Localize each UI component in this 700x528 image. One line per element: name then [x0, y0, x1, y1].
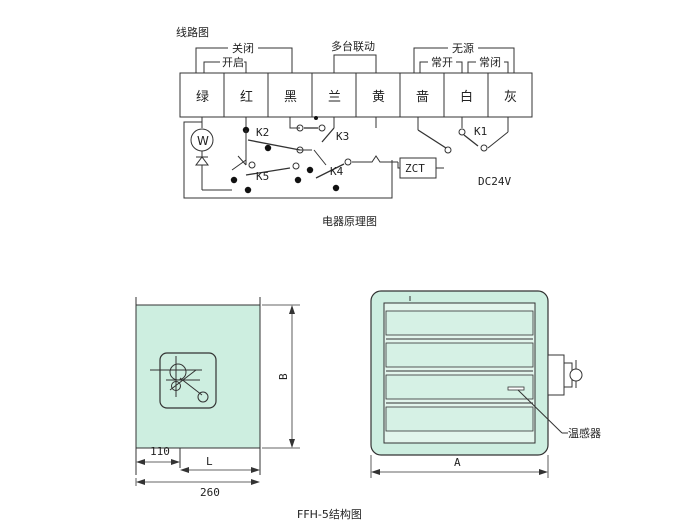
- diode-symbol: [195, 156, 209, 166]
- dimension-label-a: A: [454, 456, 461, 469]
- relay-label-k5: K5: [256, 170, 269, 183]
- terminal-strip: [179, 72, 533, 118]
- motor-label: W: [197, 134, 209, 148]
- group-label-passive: 无源: [452, 41, 474, 55]
- damper-blade: [385, 406, 534, 432]
- terminal-6: [399, 72, 445, 118]
- terminal-3: [267, 72, 313, 118]
- terminal-label-2: 红: [240, 89, 253, 105]
- terminal-8: [487, 72, 533, 118]
- dimension-l: [180, 467, 260, 473]
- wiring-title: 线路图: [176, 25, 209, 39]
- terminal-label-8: 灰: [504, 90, 517, 105]
- relay-label-k2: K2: [256, 126, 269, 139]
- terminal-1: [179, 72, 225, 118]
- relay-label-k1: K1: [474, 125, 487, 138]
- zct-box: [399, 157, 437, 179]
- dimension-110: [136, 459, 180, 465]
- group-label-open: 开启: [222, 56, 244, 69]
- side-actuator-knob: [569, 368, 583, 382]
- dimension-a: [371, 469, 548, 475]
- zct-label: ZCT: [405, 162, 425, 175]
- wiring-caption: 电器原理图: [322, 215, 377, 228]
- dimension-label-110: 110: [150, 445, 170, 458]
- damper-blade: [385, 310, 534, 336]
- terminal-label-6: 啬: [416, 90, 429, 105]
- group-label-normally-closed: 常闭: [479, 56, 501, 69]
- terminal-label-3: 黑: [284, 90, 297, 105]
- relay-label-k4: K4: [330, 165, 344, 178]
- structure-caption: FFH-5结构图: [297, 507, 362, 521]
- sensor-label: 温感器: [568, 427, 601, 440]
- side-actuator: [547, 354, 565, 396]
- terminal-7: [443, 72, 489, 118]
- group-label-linkage: 多台联动: [331, 39, 375, 53]
- dc-voltage-label: DC24V: [478, 175, 511, 188]
- dimension-label-b: B: [277, 373, 290, 380]
- terminal-label-1: 绿: [196, 90, 209, 105]
- group-label-close: 关闭: [232, 41, 254, 55]
- temperature-sensor: [507, 386, 525, 391]
- terminal-label-7: 白: [460, 89, 473, 105]
- circuit-wiring: [183, 116, 509, 199]
- dimension-b: [262, 304, 300, 449]
- terminal-5: [355, 72, 401, 118]
- front-view: [370, 290, 583, 478]
- terminal-label-5: 黄: [372, 90, 385, 105]
- dimension-260: [135, 478, 260, 486]
- damper-blade: [385, 342, 534, 368]
- relay-label-k3: K3: [336, 130, 349, 143]
- terminal-label-4: 兰: [328, 90, 341, 105]
- dimension-label-l: L: [206, 455, 213, 468]
- dimension-label-260: 260: [200, 486, 220, 499]
- terminal-4: [311, 72, 357, 118]
- side-view: [135, 297, 261, 475]
- group-label-normally-open: 常开: [431, 56, 453, 69]
